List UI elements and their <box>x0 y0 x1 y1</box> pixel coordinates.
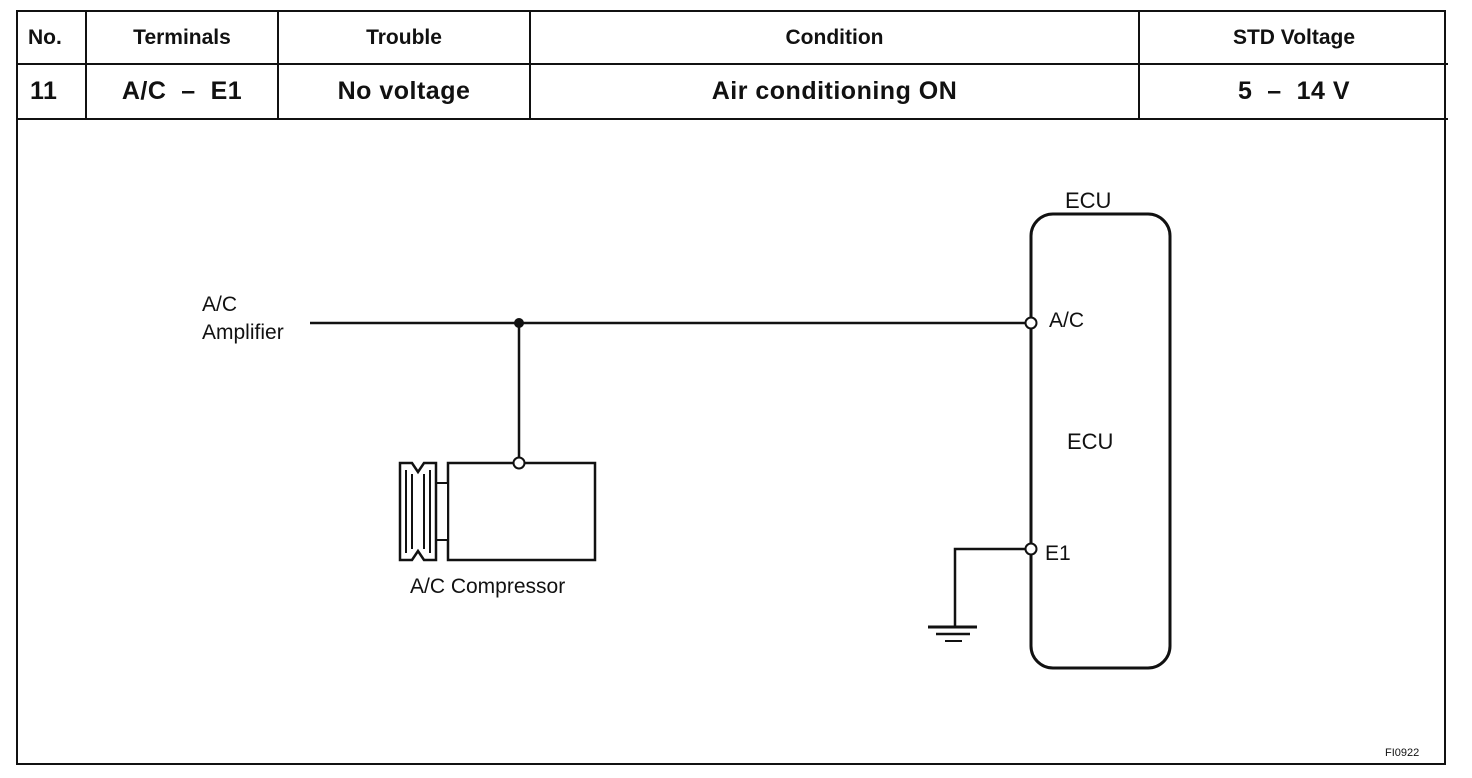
cell-std-voltage: 5 – 14 V <box>1138 63 1448 120</box>
compressor-terminal <box>512 456 526 470</box>
compressor-label: A/C Compressor <box>410 575 565 598</box>
header-trouble: Trouble <box>277 12 531 65</box>
ground-wire <box>953 547 1026 627</box>
amplifier-label-line2: Amplifier <box>202 321 284 344</box>
ecu-terminal-e1-label: E1 <box>1045 542 1071 565</box>
ecu-terminal-e1 <box>1024 542 1038 556</box>
header-std-voltage: STD Voltage <box>1138 12 1448 65</box>
compressor-symbol <box>398 461 597 562</box>
ecu-title: ECU <box>1065 188 1111 213</box>
figure-code: FI0922 <box>1385 747 1419 759</box>
ecu-inner-label: ECU <box>1067 429 1113 454</box>
header-terminals: Terminals <box>85 12 279 65</box>
table-row: 11 A/C – E1 No voltage Air conditioning … <box>18 63 1448 120</box>
ecu-terminal-ac-label: A/C <box>1049 309 1084 332</box>
cell-condition: Air conditioning ON <box>529 63 1140 120</box>
ecu-box <box>1029 212 1172 670</box>
header-condition: Condition <box>529 12 1140 65</box>
cell-no: 11 <box>18 63 87 120</box>
cell-trouble: No voltage <box>277 63 531 120</box>
table-header-row: No. Terminals Trouble Condition STD Volt… <box>18 12 1448 65</box>
figure-frame: No. Terminals Trouble Condition STD Volt… <box>16 10 1448 765</box>
cell-terminals: A/C – E1 <box>85 63 279 120</box>
amplifier-label-line1: A/C <box>202 293 237 316</box>
ground-icon <box>928 625 977 642</box>
ecu-terminal-ac <box>1024 316 1038 330</box>
header-no: No. <box>18 12 87 65</box>
spec-table: No. Terminals Trouble Condition STD Volt… <box>18 12 1448 120</box>
